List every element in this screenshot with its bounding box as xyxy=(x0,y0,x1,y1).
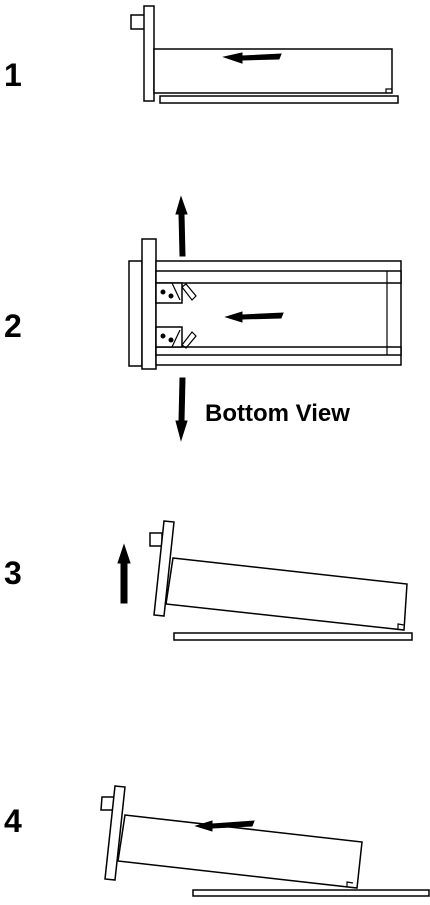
latch-clips xyxy=(155,282,197,349)
step-1-drawing xyxy=(130,5,399,104)
bottom-view-caption: Bottom View xyxy=(205,400,350,427)
rear-notch xyxy=(346,881,354,887)
step-3: 3 xyxy=(4,520,413,641)
front-plate xyxy=(128,260,143,367)
step-3-number: 3 xyxy=(4,555,22,591)
direction-arrow-left xyxy=(194,820,255,832)
rear-notch xyxy=(385,88,392,93)
front-panel xyxy=(104,785,126,881)
direction-arrow-left xyxy=(222,52,282,64)
step-3-drawing xyxy=(117,520,413,641)
chassis-body xyxy=(117,814,363,889)
direction-arrow-down xyxy=(175,377,188,442)
direction-arrow-left xyxy=(224,311,284,323)
chassis-body xyxy=(165,557,408,631)
base-rail xyxy=(173,632,413,641)
base-rail xyxy=(159,95,399,104)
step-2: 2 Bottom View xyxy=(4,195,402,442)
direction-arrow-up xyxy=(117,543,131,604)
rear-notch xyxy=(397,623,405,629)
front-panel xyxy=(143,5,155,102)
front-knob xyxy=(130,14,146,30)
front-panel xyxy=(141,238,157,370)
side-rail-bottom xyxy=(155,346,402,356)
step-1: 1 xyxy=(4,5,399,104)
front-panel xyxy=(153,520,175,617)
step-4-drawing xyxy=(100,785,430,897)
base-rail xyxy=(192,889,430,897)
direction-arrow-up xyxy=(175,195,188,257)
step-2-number: 2 xyxy=(4,308,22,344)
step-4-number: 4 xyxy=(4,803,22,839)
step-2-drawing xyxy=(128,195,402,442)
front-knob xyxy=(149,532,163,547)
step-4: 4 xyxy=(4,785,430,897)
step-1-number: 1 xyxy=(4,57,22,93)
side-rail-top xyxy=(155,270,402,284)
